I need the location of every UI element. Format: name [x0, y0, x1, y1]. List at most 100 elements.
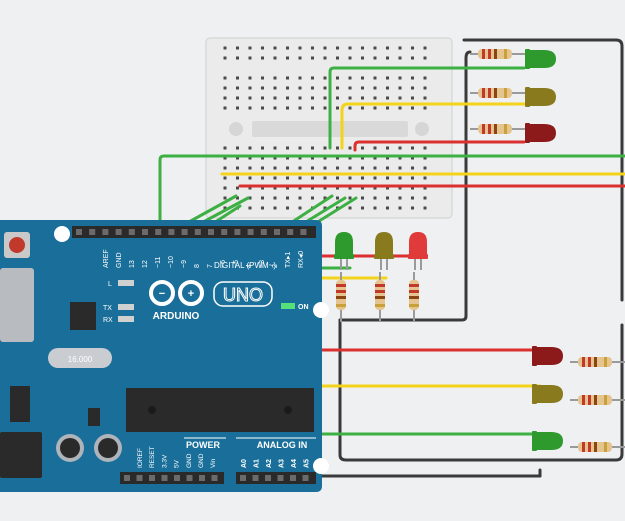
breadboard-hole[interactable] [336, 196, 339, 200]
breadboard-hole[interactable] [398, 106, 402, 110]
breadboard-hole[interactable] [373, 106, 377, 110]
breadboard-hole[interactable] [273, 76, 277, 80]
breadboard-hole[interactable] [348, 176, 352, 180]
breadboard-hole[interactable] [261, 196, 264, 200]
breadboard-hole[interactable] [311, 86, 314, 90]
breadboard-hole[interactable] [286, 96, 289, 100]
power-header[interactable] [120, 472, 224, 484]
resistor-body[interactable] [409, 280, 419, 310]
breadboard-hole[interactable] [336, 76, 339, 80]
breadboard-hole[interactable] [361, 146, 364, 150]
breadboard-hole[interactable] [411, 156, 414, 160]
breadboard-hole[interactable] [248, 86, 252, 90]
breadboard-hole[interactable] [261, 96, 264, 100]
breadboard-hole[interactable] [248, 186, 252, 190]
breadboard-hole[interactable] [336, 96, 339, 100]
led-body[interactable] [409, 232, 427, 256]
breadboard-hole[interactable] [386, 96, 389, 100]
breadboard-hole[interactable] [423, 86, 427, 90]
breadboard-hole[interactable] [223, 206, 227, 210]
resistor-body[interactable] [336, 280, 346, 310]
breadboard-hole[interactable] [261, 166, 264, 170]
breadboard-hole[interactable] [248, 76, 252, 80]
breadboard-hole[interactable] [223, 46, 227, 50]
breadboard-hole[interactable] [298, 206, 302, 210]
power-pin[interactable] [211, 475, 218, 481]
breadboard-hole[interactable] [273, 156, 277, 160]
breadboard-hole[interactable] [386, 86, 389, 90]
arduino-board[interactable]: 16.000 L TX RX ON − + ARDUINO UNO [0, 220, 329, 492]
resistor-mid-3[interactable] [409, 272, 419, 322]
breadboard-hole[interactable] [223, 96, 227, 100]
breadboard-hole[interactable] [323, 86, 327, 90]
breadboard-hole[interactable] [286, 166, 289, 170]
power-pin[interactable] [186, 475, 193, 481]
resistor-top-3[interactable] [470, 124, 526, 134]
breadboard-hole[interactable] [398, 196, 402, 200]
breadboard-hole[interactable] [323, 56, 327, 60]
breadboard-hole[interactable] [261, 76, 264, 80]
breadboard-hole[interactable] [236, 146, 239, 150]
wire-green-top-led[interactable] [328, 66, 526, 150]
analog-pin[interactable] [290, 475, 296, 481]
breadboard-hole[interactable] [286, 146, 289, 150]
breadboard-hole[interactable] [336, 186, 339, 190]
resistor-top-2[interactable] [470, 88, 526, 98]
led-mid-yellow[interactable] [374, 232, 394, 270]
breadboard-hole[interactable] [273, 186, 277, 190]
breadboard-hole[interactable] [286, 46, 289, 50]
breadboard-hole[interactable] [361, 166, 364, 170]
breadboard-hole[interactable] [398, 186, 402, 190]
breadboard-hole[interactable] [248, 96, 252, 100]
breadboard-hole[interactable] [423, 176, 427, 180]
breadboard-hole[interactable] [273, 56, 277, 60]
wire-black-top[interactable] [462, 38, 624, 302]
breadboard-hole[interactable] [323, 186, 327, 190]
digital-pin[interactable] [234, 229, 241, 235]
breadboard-hole[interactable] [423, 156, 427, 160]
breadboard-hole[interactable] [361, 186, 364, 190]
breadboard-hole[interactable] [248, 56, 252, 60]
analog-pin[interactable] [302, 475, 309, 481]
breadboard-hole[interactable] [411, 146, 414, 150]
breadboard-hole[interactable] [223, 196, 227, 200]
breadboard-hole[interactable] [311, 196, 314, 200]
breadboard-hole[interactable] [223, 76, 227, 80]
breadboard-hole[interactable] [336, 106, 339, 110]
digital-pin[interactable] [128, 229, 135, 235]
analog-pin[interactable] [265, 475, 271, 481]
breadboard-hole[interactable] [336, 86, 339, 90]
breadboard-hole[interactable] [311, 46, 314, 50]
breadboard-hole[interactable] [386, 186, 389, 190]
breadboard-hole[interactable] [398, 166, 402, 170]
breadboard-hole[interactable] [286, 86, 289, 90]
breadboard-hole[interactable] [386, 206, 389, 210]
breadboard-hole[interactable] [423, 186, 427, 190]
led-body[interactable] [528, 88, 556, 106]
breadboard-hole[interactable] [348, 96, 352, 100]
breadboard-hole[interactable] [373, 166, 377, 170]
breadboard-hole[interactable] [361, 156, 364, 160]
breadboard-hole[interactable] [336, 176, 339, 180]
breadboard-hole[interactable] [398, 76, 402, 80]
digital-pin[interactable] [168, 229, 175, 235]
breadboard-hole[interactable] [298, 156, 302, 160]
breadboard-hole[interactable] [386, 166, 389, 170]
breadboard-hole[interactable] [273, 196, 277, 200]
breadboard-hole[interactable] [373, 86, 377, 90]
breadboard-hole[interactable] [373, 76, 377, 80]
breadboard-hole[interactable] [411, 196, 414, 200]
breadboard-hole[interactable] [398, 86, 402, 90]
breadboard-hole[interactable] [273, 106, 277, 110]
breadboard-hole[interactable] [411, 176, 414, 180]
breadboard-hole[interactable] [323, 106, 327, 110]
led-body[interactable] [528, 124, 556, 142]
breadboard-hole[interactable] [323, 196, 327, 200]
breadboard-hole[interactable] [223, 56, 227, 60]
breadboard-hole[interactable] [311, 76, 314, 80]
breadboard-hole[interactable] [298, 96, 302, 100]
resistor-mid-1[interactable] [336, 272, 346, 322]
wire-yellow-top-led[interactable] [340, 102, 526, 150]
breadboard-hole[interactable] [386, 56, 389, 60]
breadboard-hole[interactable] [386, 106, 389, 110]
